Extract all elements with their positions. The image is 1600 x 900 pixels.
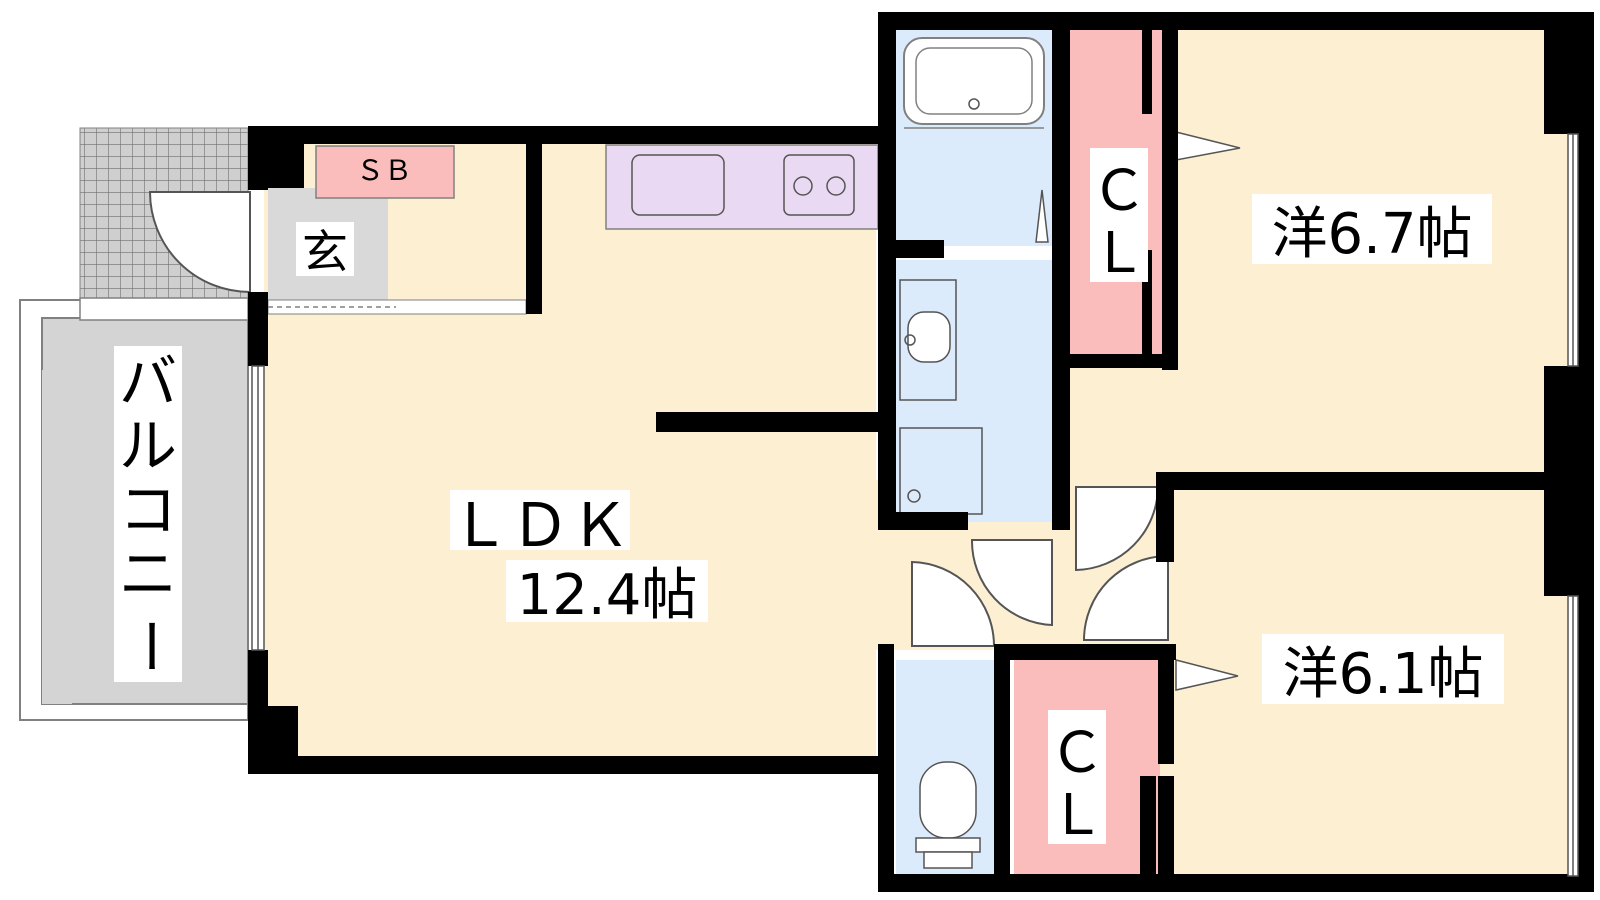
- room2-label: 洋6.1帖: [1282, 642, 1483, 707]
- balcony-label: バ ル コ ニ ー: [116, 348, 184, 675]
- toilet-room: [896, 660, 996, 876]
- balcony-char-3: コ: [119, 476, 177, 544]
- ldk-size-label: 12.4帖: [517, 563, 698, 628]
- interior-doors: [911, 486, 1169, 647]
- room1-label: 洋6.7帖: [1271, 202, 1472, 267]
- windows: [251, 133, 1579, 877]
- closet-top-l-label: Ｌ: [1091, 221, 1147, 286]
- stove-burner-right: [826, 176, 846, 196]
- ldk-name-label: ＬＤＫ: [450, 491, 630, 561]
- balcony-char-4: ニ: [119, 540, 177, 608]
- stove-burner-left: [793, 176, 813, 196]
- balcony-char-1: バ: [119, 348, 177, 416]
- closet-bottom-c-label: Ｃ: [1049, 721, 1105, 786]
- balcony-char-2: ル: [119, 412, 177, 480]
- kitchen-counter: [605, 144, 879, 230]
- closet-bottom-l-label: Ｌ: [1049, 783, 1105, 848]
- shoe-box: [315, 145, 455, 199]
- balcony-char-5: ー: [116, 617, 184, 675]
- washroom: [896, 260, 1052, 522]
- walls: [248, 12, 1594, 892]
- entrance-label: 玄: [302, 225, 348, 279]
- closet-top-c-label: Ｃ: [1091, 159, 1147, 224]
- shoe-box-label: ＳＢ: [356, 154, 412, 187]
- entrance-door: [148, 191, 251, 294]
- bathroom: [896, 30, 1052, 246]
